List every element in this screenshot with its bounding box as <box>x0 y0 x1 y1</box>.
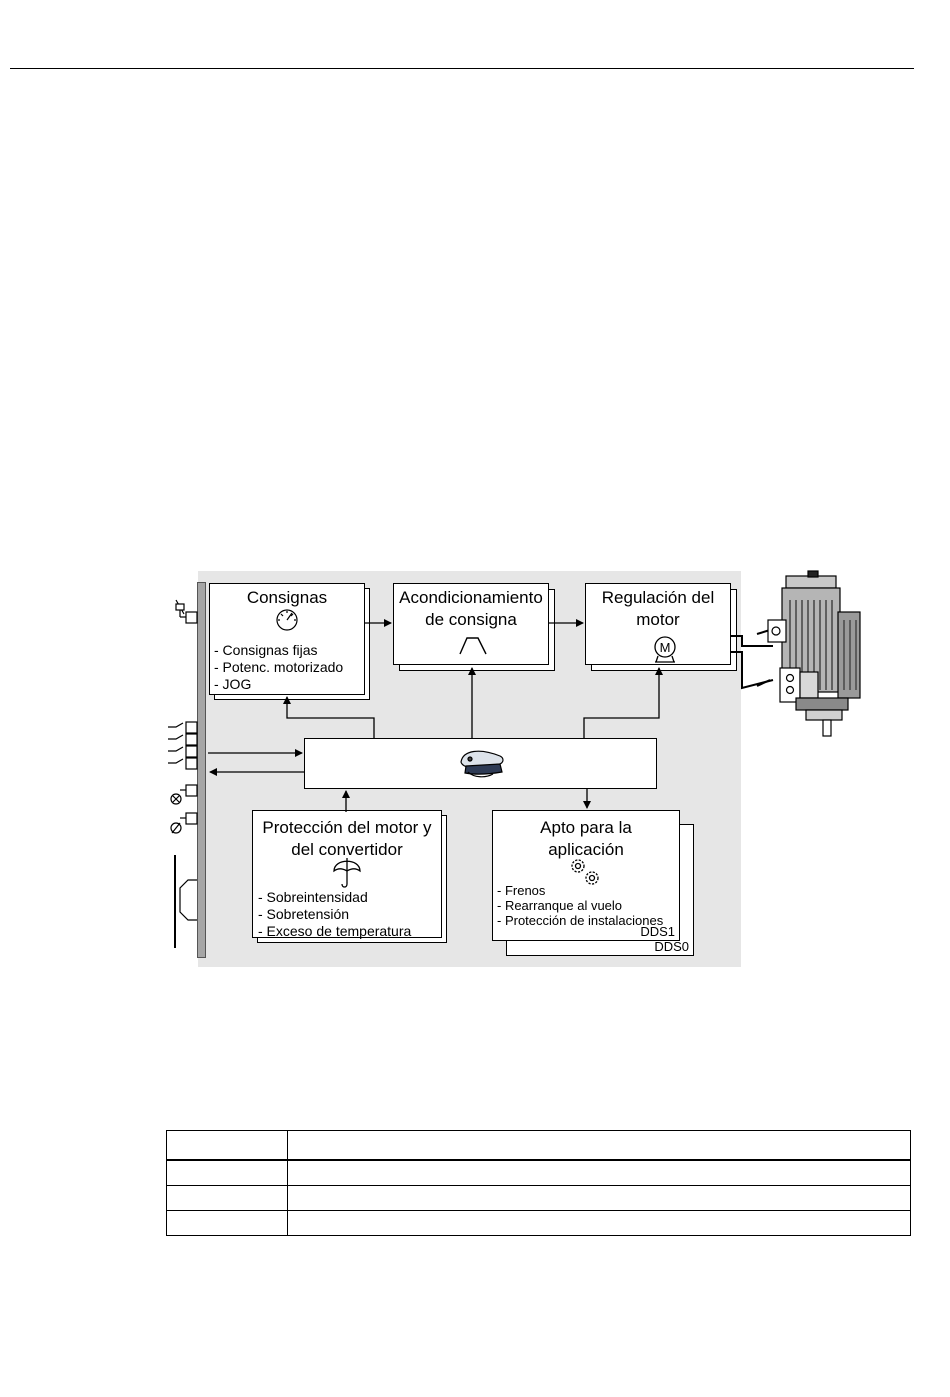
setpoint-conditioning-box: Acondicionamiento de consigna <box>393 583 549 665</box>
table-cell <box>166 1185 288 1211</box>
table-cell <box>166 1159 288 1186</box>
dds0-label: DDS0 <box>654 939 689 954</box>
table-row <box>166 1210 911 1236</box>
dds1-label: DDS1 <box>640 924 675 939</box>
protection-list: - Sobreintensidad - Sobretensión - Exces… <box>258 889 411 940</box>
motor-icon: M <box>654 636 676 663</box>
list-item: - Rearranque al vuelo <box>497 898 623 913</box>
protection-title-line1: Protección del motor y <box>262 818 432 837</box>
application-title-line2: aplicación <box>548 840 624 859</box>
application-title-line1: Apto para la <box>540 818 632 837</box>
captain-hat-icon <box>460 750 504 778</box>
table-row <box>166 1185 911 1211</box>
motor-control-title-line1: Regulación del <box>601 588 715 607</box>
list-item: - JOG <box>214 676 252 692</box>
conditioning-title-line1: Acondicionamiento <box>399 588 543 607</box>
table-cell <box>287 1210 911 1236</box>
application-box: Apto para la aplicación - Frenos - Rearr… <box>492 810 680 941</box>
table-cell <box>287 1130 911 1161</box>
list-item: - Exceso de temperatura <box>258 923 412 939</box>
table-header-row <box>166 1130 911 1161</box>
list-item: - Potenc. motorizado <box>214 659 344 675</box>
setpoints-title: Consignas <box>246 588 328 607</box>
umbrella-icon <box>333 858 361 888</box>
table-cell <box>166 1130 288 1161</box>
list-item: - Protección de instalaciones <box>497 913 664 928</box>
table-cell <box>287 1185 911 1211</box>
table-row <box>166 1159 911 1186</box>
list-item: - Sobretensión <box>258 906 350 922</box>
io-terminals-left <box>168 599 198 948</box>
conditioning-title-line2: de consigna <box>425 610 517 629</box>
connector-arrows <box>208 619 663 812</box>
setpoints-list: - Consignas fijas - Potenc. motorizado -… <box>214 642 343 693</box>
dial-icon <box>276 609 298 631</box>
header-rule <box>10 68 914 69</box>
ramp-icon <box>459 637 487 655</box>
list-item: - Consignas fijas <box>214 642 318 658</box>
motor-connection <box>731 629 774 690</box>
protection-title-line2: del convertidor <box>291 840 403 859</box>
list-item: - Sobreintensidad <box>258 889 368 905</box>
motor-control-box: Regulación del motor <box>585 583 731 665</box>
motor-control-title-line2: motor <box>636 610 680 629</box>
table-cell <box>287 1159 911 1186</box>
setpoints-box: Consignas - Consignas fijas - Potenc. mo… <box>209 583 365 695</box>
list-item: - Frenos <box>497 883 546 898</box>
gears-icon <box>571 859 599 885</box>
application-list: - Frenos - Rearranque al vuelo - Protecc… <box>497 883 663 928</box>
motor-illustration <box>767 570 861 737</box>
io-bus-bar <box>197 582 206 958</box>
table-cell <box>166 1210 288 1236</box>
data-table <box>166 1130 911 1236</box>
svg-text:M: M <box>660 640 671 655</box>
